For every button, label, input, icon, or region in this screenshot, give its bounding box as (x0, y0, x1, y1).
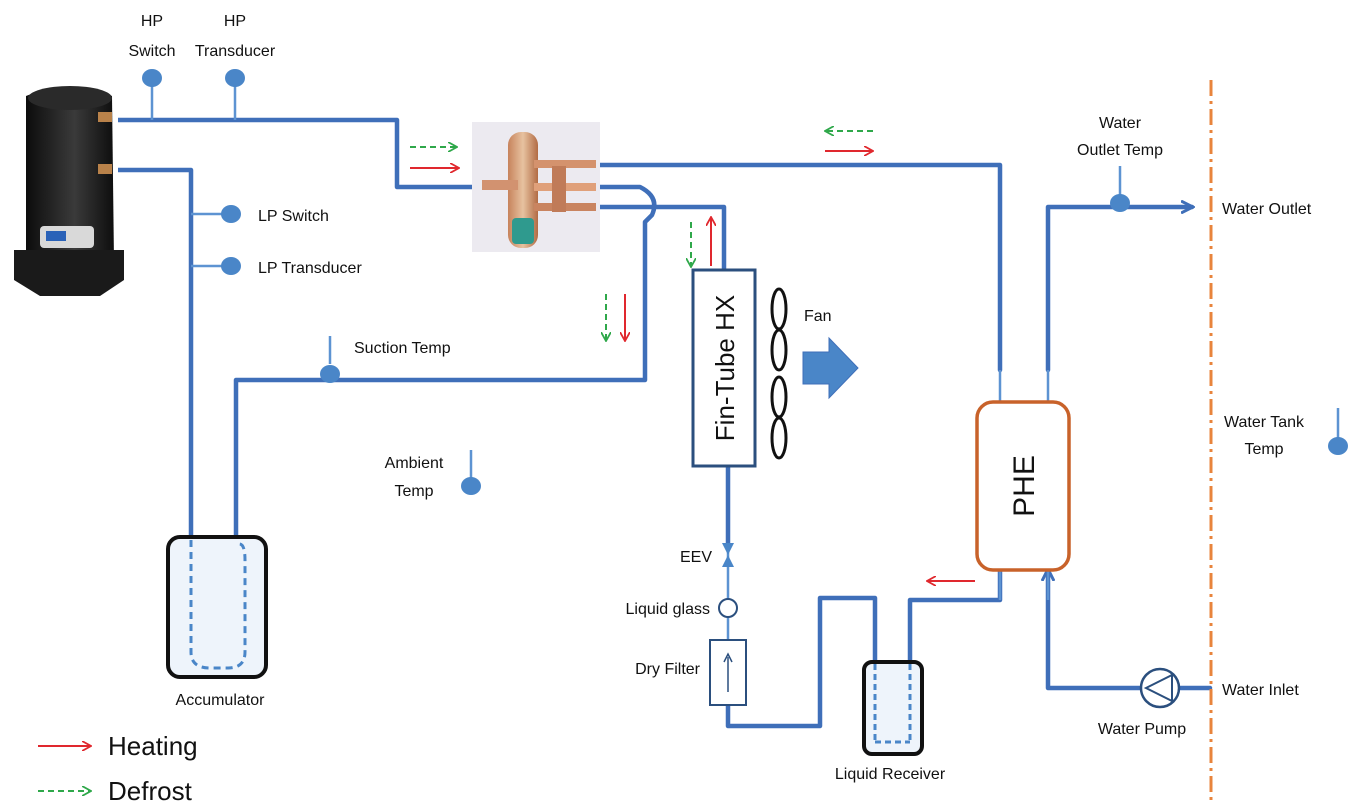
liquid-receiver-label: Liquid Receiver (835, 766, 946, 783)
suction-pipe (112, 167, 194, 543)
fin-tube-hx-label: Fin-Tube HX (710, 295, 740, 441)
hp-transducer-sensor (225, 69, 245, 120)
legend: Heating Defrost (38, 731, 198, 802)
receiver-to-phe-pipe (907, 567, 1003, 665)
valve-to-hx-pipe (595, 204, 727, 273)
phe: PHE (975, 400, 1071, 572)
liquid-glass-icon (718, 598, 738, 618)
discharge-pipe (109, 117, 481, 190)
valve-to-suction-pipe (233, 184, 657, 548)
airflow-arrow-icon (802, 336, 859, 400)
suction-temp-sensor (320, 336, 340, 383)
labels: HP Switch HP Transducer LP Switch LP Tra… (128, 13, 1311, 783)
hp-switch-sensor (142, 69, 162, 120)
ambient-temp-label-line2: Temp (394, 483, 433, 500)
suction-temp-label: Suction Temp (354, 340, 451, 357)
water-tank-temp-label-line2: Temp (1244, 441, 1283, 458)
accumulator-label: Accumulator (176, 692, 266, 709)
lp-transducer-sensor (191, 257, 241, 275)
lp-switch-sensor (191, 205, 241, 223)
water-tank-temp-label-line1: Water Tank (1224, 414, 1305, 431)
hp-switch-label-line1: HP (141, 13, 163, 30)
water-pump-icon (1139, 667, 1181, 709)
lp-transducer-label: LP Transducer (258, 260, 362, 277)
refrigerant-pipes (109, 117, 1213, 729)
water-outlet-temp-sensor (1110, 166, 1130, 212)
four-way-valve (472, 122, 600, 252)
eev-icon (722, 543, 734, 567)
hp-switch-label-line2: Switch (128, 43, 175, 60)
eev-label: EEV (680, 549, 712, 566)
water-pump-to-phe-pipe (1048, 570, 1143, 691)
valve-to-phe-pipe (595, 162, 1003, 373)
fan-icon (770, 287, 788, 460)
accumulator (166, 535, 268, 679)
water-inlet-label: Water Inlet (1222, 682, 1299, 699)
water-outlet-temp-label-line2: Outlet Temp (1077, 142, 1163, 159)
dry-filter-icon (709, 639, 747, 706)
flow-arrows (410, 131, 975, 581)
fin-tube-hx: Fin-Tube HX (691, 268, 757, 468)
liquid-receiver (862, 660, 924, 756)
water-pump-label: Water Pump (1098, 721, 1186, 738)
liquid-glass-label: Liquid glass (626, 601, 711, 618)
sensors (142, 69, 1348, 495)
ambient-temp-label-line1: Ambient (385, 455, 444, 472)
hp-transducer-label-line2: Transducer (195, 43, 276, 60)
fan-label: Fan (804, 308, 832, 325)
compressor (8, 86, 124, 313)
phe-label: PHE (1008, 455, 1041, 517)
legend-heating-label: Heating (108, 731, 198, 761)
ambient-temp-sensor (461, 450, 481, 495)
hp-transducer-label-line1: HP (224, 13, 246, 30)
dry-filter-label: Dry Filter (635, 661, 701, 678)
lp-switch-label: LP Switch (258, 208, 329, 225)
water-outlet-temp-label-line1: Water (1099, 115, 1142, 132)
water-outlet-pipe (1045, 207, 1192, 373)
water-tank-temp-sensor (1328, 408, 1348, 455)
water-outlet-label: Water Outlet (1222, 201, 1312, 218)
legend-defrost-label: Defrost (108, 776, 193, 802)
filter-to-receiver-pipe (725, 595, 878, 729)
